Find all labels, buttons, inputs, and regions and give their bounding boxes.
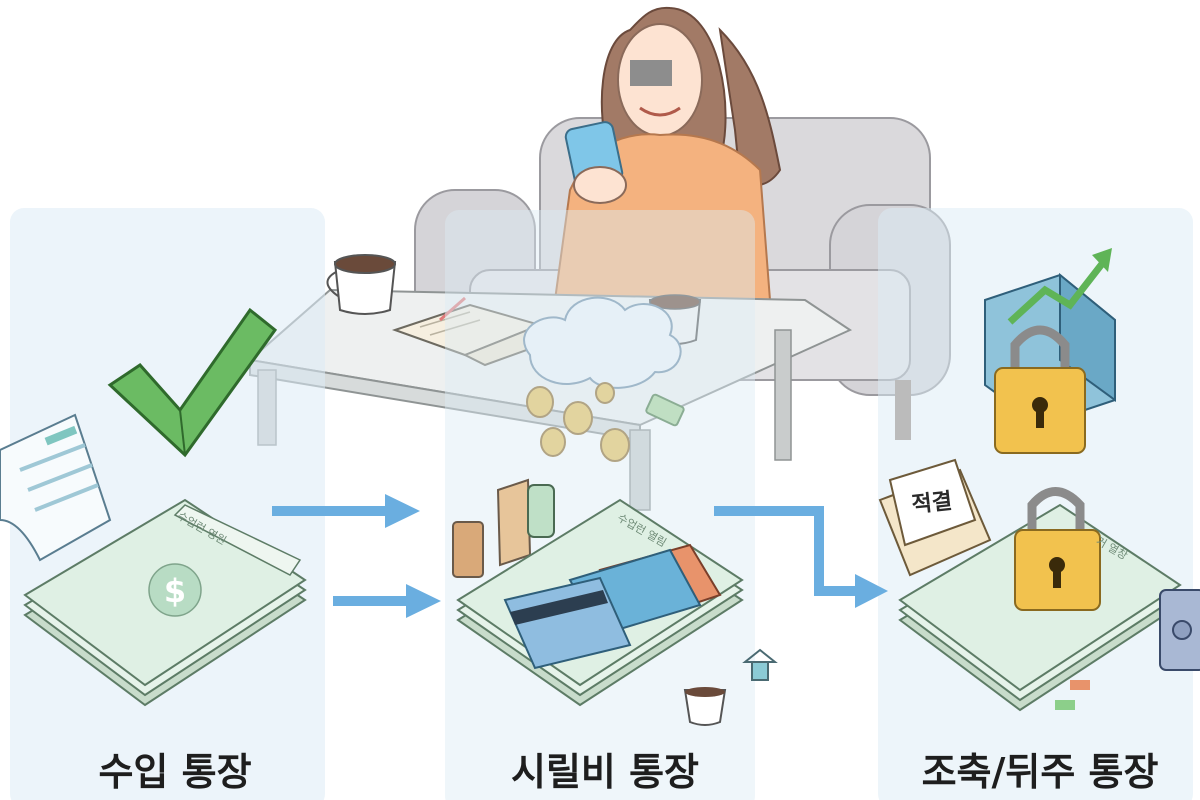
- lock-icon: [1014, 487, 1101, 611]
- envelope-icon: [878, 458, 992, 577]
- growth-arrow-icon: [1007, 248, 1112, 325]
- hanger-icon: [742, 648, 778, 681]
- dollar-icon: [148, 563, 202, 617]
- woman-figure: [553, 6, 782, 301]
- coin-icon: [526, 382, 685, 462]
- receipt-icon: [0, 413, 112, 562]
- coffee-icon: [683, 687, 727, 726]
- safe-icon: [1159, 589, 1200, 671]
- income-account-label: 수입 통장: [98, 750, 252, 794]
- living-ledger: [456, 498, 744, 707]
- income-ledger: $: [23, 498, 307, 707]
- lock-icon: [994, 325, 1086, 454]
- svg-text:$: $: [164, 572, 186, 610]
- savings-account-label: 조축/뒤주 통장: [921, 750, 1159, 794]
- check-icon: [107, 307, 278, 458]
- living-expense-account-label: 시릴비 통장: [510, 750, 700, 794]
- coffee-icon: [326, 254, 397, 315]
- credit-card-icon: [503, 543, 722, 670]
- cloud-icon: [523, 296, 682, 389]
- flow-arrows: [272, 494, 888, 618]
